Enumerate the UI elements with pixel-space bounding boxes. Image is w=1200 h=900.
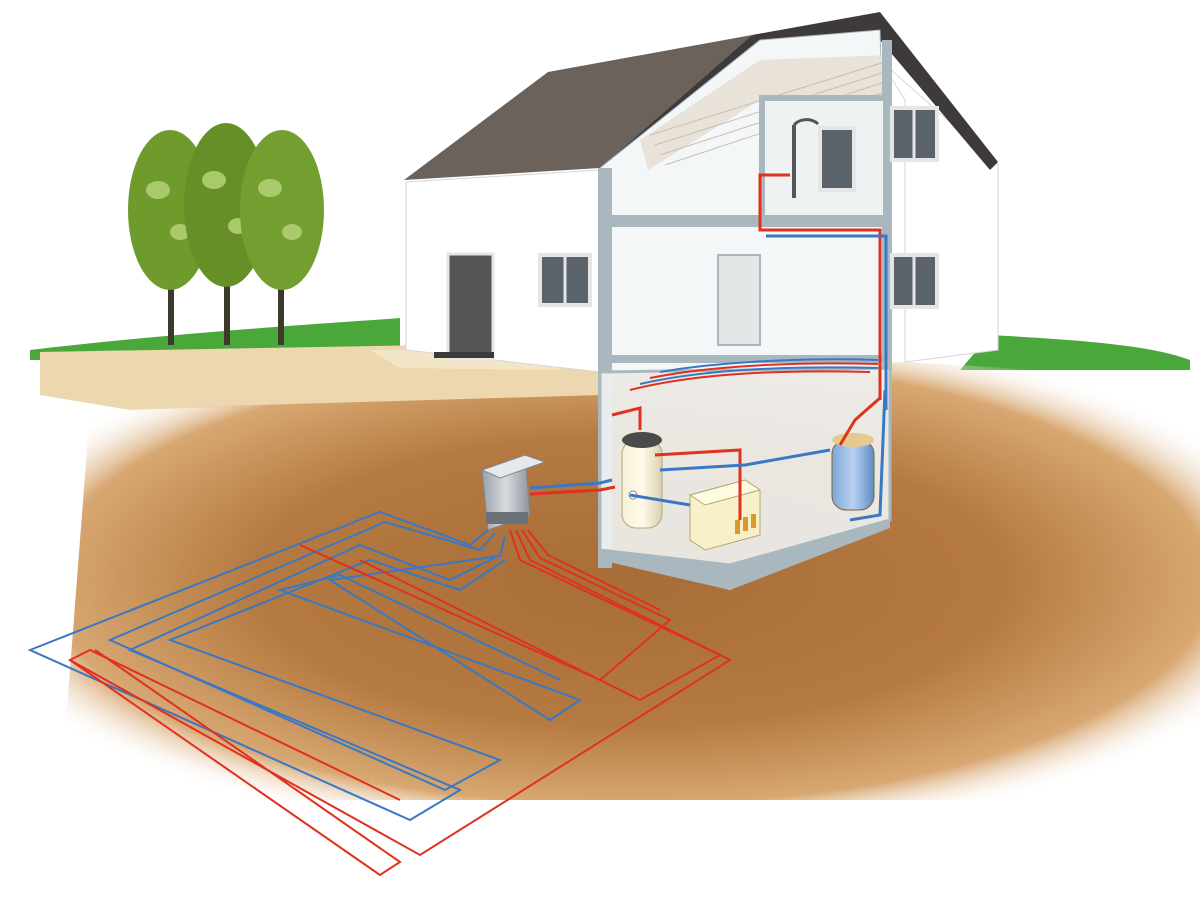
front-door-icon bbox=[434, 252, 495, 361]
interior-door-icon bbox=[717, 254, 761, 346]
underfloor-heating-loops bbox=[629, 358, 879, 391]
heat-pump-unit bbox=[688, 479, 762, 551]
basement bbox=[598, 358, 892, 590]
buffer-tank bbox=[831, 433, 875, 511]
house-roof bbox=[404, 35, 752, 180]
house bbox=[404, 12, 999, 568]
window-right-lower-icon bbox=[890, 253, 939, 309]
collector-manifold bbox=[480, 454, 616, 531]
window-right-upper-icon bbox=[890, 106, 939, 162]
window-left-icon bbox=[538, 253, 592, 307]
house-pipes bbox=[758, 173, 888, 410]
soil-area bbox=[60, 362, 1200, 800]
trees bbox=[128, 123, 324, 345]
tree-3-icon bbox=[240, 130, 324, 345]
ground-loop-collector bbox=[27, 510, 733, 877]
hot-water-tank bbox=[621, 432, 663, 529]
shower-icon bbox=[792, 118, 856, 198]
